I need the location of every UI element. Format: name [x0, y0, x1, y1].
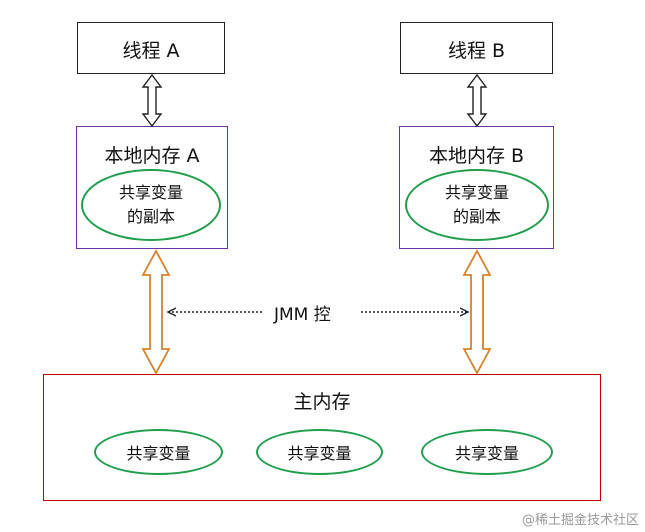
- main-shared-variable-2: 共享变量: [256, 429, 383, 475]
- thread-b-box: 线程 B: [400, 22, 553, 74]
- main-variable-2-text: 共享变量: [287, 444, 352, 463]
- thread-a-local-a-arrow: [141, 73, 163, 128]
- local-memory-b-label: 本地内存 B: [428, 145, 525, 167]
- local-b-main-arrow: [462, 249, 492, 375]
- local-memory-b-box: 本地内存 B 共享变量 的副本: [399, 126, 554, 249]
- thread-b-label: 线程 B: [447, 40, 506, 62]
- watermark: @稀土掘金技术社区: [521, 513, 639, 528]
- thread-a-box: 线程 A: [77, 22, 225, 74]
- local-b-variable-copy: 共享变量 的副本: [405, 169, 549, 241]
- main-variable-3-text: 共享变量: [454, 444, 519, 463]
- local-a-variable-copy: 共享变量 的副本: [81, 169, 221, 241]
- main-memory-box: 主内存 共享变量 共享变量 共享变量: [43, 374, 601, 501]
- local-memory-a-box: 本地内存 A 共享变量 的副本: [76, 126, 228, 249]
- main-memory-label: 主内存: [293, 391, 351, 413]
- main-variable-1-text: 共享变量: [126, 444, 191, 463]
- jmm-control-label: JMM 控: [270, 300, 335, 325]
- local-memory-a-label: 本地内存 A: [104, 145, 200, 167]
- local-a-copy-text: 共享变量 的副本: [118, 183, 183, 226]
- thread-a-label: 线程 A: [122, 40, 180, 62]
- local-b-copy-text: 共享变量 的副本: [444, 183, 509, 226]
- local-a-main-arrow: [141, 249, 171, 375]
- thread-b-local-b-arrow: [466, 73, 488, 128]
- main-shared-variable-1: 共享变量: [94, 429, 223, 475]
- main-shared-variable-3: 共享变量: [421, 429, 553, 475]
